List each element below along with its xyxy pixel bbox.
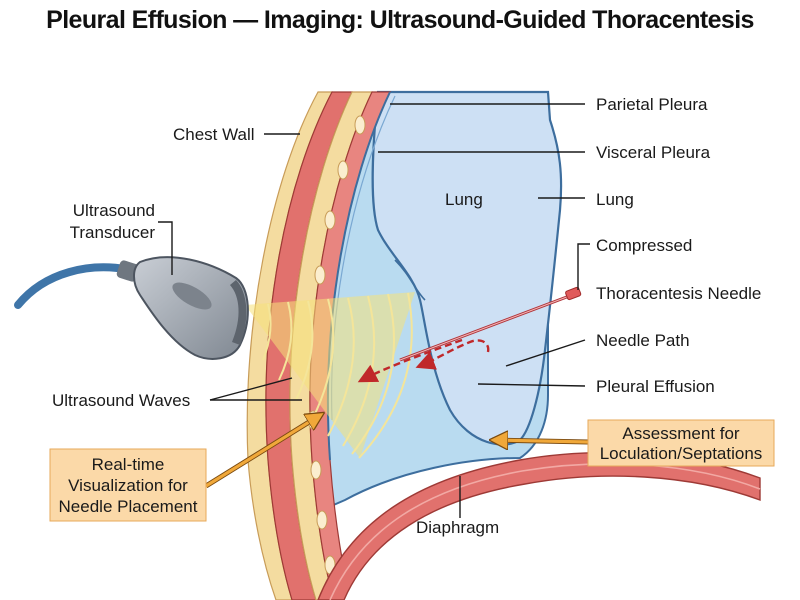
chest-wall-label: Chest Wall (173, 125, 255, 144)
ultrasound-transducer-probe (116, 256, 249, 360)
lung-inner-fold (394, 259, 426, 301)
assessment-callout-line1: Assessment for (622, 424, 739, 443)
assessment-callout (587, 419, 775, 467)
parietal-pleura-label: Parietal Pleura (596, 95, 708, 114)
transducer-cable (14, 263, 134, 309)
visceral-pleura-label: Visceral Pleura (596, 143, 711, 162)
ultrasound-transducer-label-line2: Transducer (70, 223, 156, 242)
ultrasound-transducer-label-line1: Ultrasound (73, 201, 155, 220)
diagram-title: Pleural Effusion — Imaging: Ultrasound-G… (46, 6, 754, 34)
needle-path-arrow-a (357, 338, 463, 383)
thoracentesis-needle-label: Thoracentesis Needle (596, 284, 761, 303)
compressed-label: Compressed (596, 236, 692, 255)
lung-inner-label: Lung (445, 190, 483, 209)
realtime-visualization-callout (49, 448, 207, 522)
realtime-callout-line2: Visualization for (68, 476, 188, 495)
realtime-callout-line1: Real-time (92, 455, 165, 474)
ultrasound-waves-label: Ultrasound Waves (52, 391, 190, 410)
thoracentesis-needle (399, 286, 582, 362)
realtime-callout-line3: Needle Placement (59, 497, 198, 516)
needle-path-label: Needle Path (596, 331, 690, 350)
needle-path-arrow-b (415, 339, 490, 370)
leader-lines (158, 103, 590, 518)
diaphragm-label: Diaphragm (416, 518, 499, 537)
assessment-callout-line2: Loculation/Septations (600, 444, 763, 463)
lung-right-label: Lung (596, 190, 634, 209)
diaphragm-stripe (329, 463, 761, 600)
pleural-effusion-label: Pleural Effusion (596, 377, 715, 396)
ultrasound-beam (245, 292, 415, 458)
